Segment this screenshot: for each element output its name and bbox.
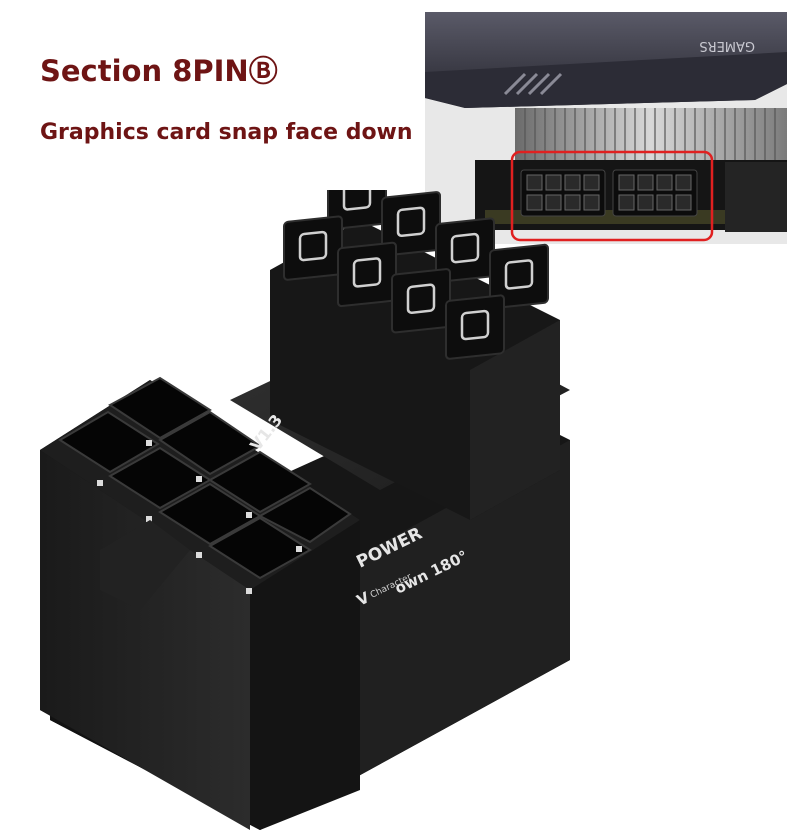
graphics-card-photo: GAMERS [425, 12, 787, 244]
gpu-power-connector-right [612, 169, 698, 217]
page-subtitle: Graphics card snap face down [40, 120, 413, 145]
page-title: Section 8PINⒷ [40, 54, 278, 88]
vertical-8pin-housing [270, 190, 560, 520]
gpu-power-connector-left [520, 169, 606, 217]
card-brand-text: GAMERS [699, 38, 755, 53]
adapter-product-render: V1.3 POWER own 180° Character V [0, 190, 800, 835]
connector-highlight-box [510, 150, 714, 242]
horizontal-8pin-housing [40, 376, 360, 830]
